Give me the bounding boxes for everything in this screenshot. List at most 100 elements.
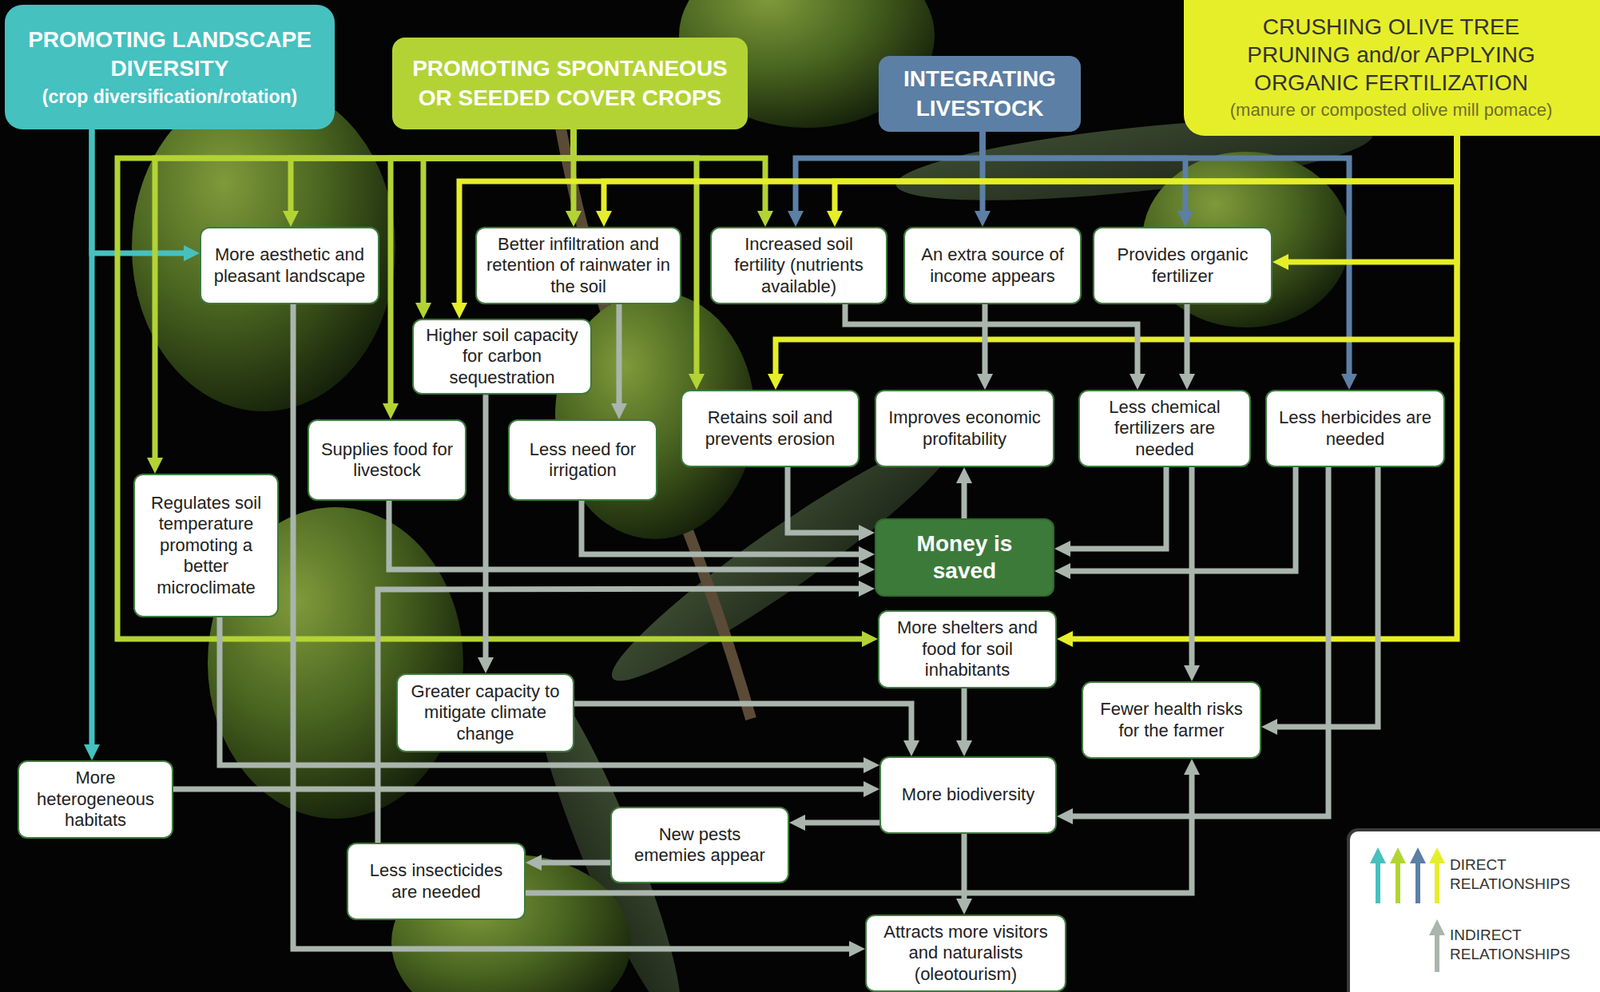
effect-box: Higher soil capacity for carbon sequestr… [412, 318, 592, 395]
practice-header: INTEGRATING LIVESTOCK [878, 55, 1081, 132]
effect-box: Increased soil fertility (nutrients avai… [710, 226, 888, 305]
box-label: INTEGRATING LIVESTOCK [888, 64, 1072, 124]
effect-box: Less herbicides are needed [1265, 389, 1446, 468]
legend-arrow [1375, 861, 1381, 904]
outcome-box: Money is saved [874, 518, 1055, 597]
box-label: Retains soil and prevents erosion [691, 407, 849, 450]
box-label: Improves economic profitability [885, 407, 1044, 450]
effect-box: Better infiltration and retention of rai… [475, 226, 682, 305]
direct-arrow [603, 135, 1458, 218]
indirect-arrow [616, 304, 623, 410]
indirect-arrow [483, 394, 489, 664]
legend-text: INDIRECT RELATIONSHIPS [1449, 925, 1590, 965]
indirect-arrow [1270, 467, 1378, 727]
box-label: Greater capacity to mitigate climate cha… [407, 681, 564, 745]
direct-arrow [89, 129, 96, 751]
box-label: Better infiltration and retention of rai… [486, 234, 671, 298]
direct-arrow [1282, 135, 1458, 263]
box-label: Provides organic fertilizer [1103, 244, 1262, 287]
effect-box: Attracts more visitors and naturalists (… [865, 914, 1067, 992]
box-label: Attracts more visitors and naturalists (… [876, 921, 1056, 985]
effect-box: Less insecticides are needed [346, 842, 526, 921]
indirect-arrow [581, 500, 866, 555]
box-label: Less insecticides are needed [357, 860, 515, 903]
indirect-arrow [525, 768, 1192, 894]
legend-text: DIRECT RELATIONSHIPS [1449, 855, 1590, 894]
direct-arrow [982, 131, 1186, 218]
direct-arrow [795, 131, 983, 218]
practice-header: PROMOTING SPONTANEOUS OR SEEDED COVER CR… [392, 37, 748, 130]
direct-arrow [290, 129, 574, 218]
box-label: CRUSHING OLIVE TREE PRUNING and/or APPLY… [1215, 12, 1568, 97]
indirect-arrow [219, 617, 870, 766]
legend-arrow [1415, 861, 1421, 904]
box-label: More heterogeneous habitats [28, 767, 163, 831]
box-subtitle: (crop diversification/rotation) [42, 86, 298, 109]
effect-box: New pests ememies appear [610, 806, 790, 884]
effect-box: Supplies food for livestock [307, 419, 467, 501]
box-label: PROMOTING LANDSCAPE DIVERSITY [15, 25, 324, 84]
indirect-arrow [798, 820, 880, 826]
direct-arrow [1066, 135, 1458, 640]
box-label: Regulates soil temperature promoting a b… [144, 492, 268, 599]
effect-box: Provides organic fertilizer [1092, 226, 1273, 305]
box-label: More aesthetic and pleasant landscape [210, 244, 369, 287]
legend-arrow [1409, 847, 1426, 864]
legend-arrow [1369, 847, 1386, 864]
box-label: An extra source of income appears [914, 244, 1071, 287]
box-label: PROMOTING SPONTANEOUS OR SEEDED COVER CR… [401, 54, 739, 113]
effect-box: Less need for irrigation [508, 419, 658, 501]
legend-panel: DIRECT RELATIONSHIPS INDIRECT RELATIONSHI… [1346, 828, 1600, 992]
effect-box: Fewer health risks for the farmer [1081, 681, 1262, 759]
box-label: Supplies food for livestock [318, 439, 456, 482]
box-label: Higher soil capacity for carbon sequestr… [423, 325, 581, 389]
effect-box: Regulates soil temperature promoting a b… [133, 473, 279, 618]
box-label: More shelters and food for soil inhabita… [889, 617, 1046, 681]
direct-arrow [459, 135, 1458, 310]
legend-arrows [1349, 831, 1600, 992]
indirect-arrow [173, 786, 870, 793]
box-label: More biodiversity [901, 784, 1035, 806]
practice-header: PROMOTING LANDSCAPE DIVERSITY(crop diver… [4, 4, 335, 130]
direct-arrow [834, 135, 1458, 218]
effect-box: More shelters and food for soil inhabita… [877, 610, 1057, 689]
effect-box: More biodiversity [879, 756, 1057, 834]
legend-arrow [1429, 847, 1446, 864]
effect-box: More heterogeneous habitats [17, 760, 174, 839]
legend-arrow [1434, 933, 1440, 973]
box-label: Less need for irrigation [519, 439, 647, 482]
indirect-arrow [377, 588, 866, 843]
box-label: Fewer health risks for the farmer [1092, 698, 1251, 742]
legend-arrow [1389, 847, 1406, 864]
direct-arrow [117, 129, 869, 640]
legend-arrow [1434, 861, 1440, 904]
indirect-arrow [961, 476, 968, 519]
indirect-arrow [1064, 467, 1296, 572]
effect-box: More aesthetic and pleasant landscape [199, 226, 380, 305]
box-label: Increased soil fertility (nutrients avai… [721, 234, 877, 298]
indirect-arrow [961, 688, 968, 747]
legend-arrow [1395, 861, 1401, 904]
indirect-arrow [982, 304, 989, 381]
effect-box: An extra source of income appears [903, 226, 1082, 305]
olive [131, 83, 396, 412]
indirect-arrow [845, 304, 1138, 381]
indirect-arrow [1064, 467, 1167, 549]
indirect-arrow [787, 467, 866, 533]
indirect-arrow [1066, 467, 1329, 817]
indirect-arrow [535, 860, 611, 866]
effect-box: Greater capacity to mitigate climate cha… [396, 673, 575, 753]
effect-box: Less chemical fertilizers are needed [1078, 389, 1251, 468]
indirect-arrow [1184, 304, 1191, 381]
box-subtitle: (manure or composted olive mill pomace) [1230, 99, 1553, 121]
effect-box: Improves economic profitability [874, 389, 1055, 468]
practice-header: CRUSHING OLIVE TREE PRUNING and/or APPLY… [1183, 0, 1600, 136]
direct-arrow [91, 129, 191, 254]
box-label: New pests ememies appear [621, 824, 779, 867]
box-label: Money is saved [885, 530, 1044, 584]
effect-box: Retains soil and prevents erosion [680, 389, 860, 468]
indirect-arrow [574, 703, 912, 747]
legend-arrow [1429, 919, 1446, 936]
box-label: Less herbicides are needed [1276, 407, 1434, 450]
box-label: Less chemical fertilizers are needed [1089, 397, 1240, 461]
